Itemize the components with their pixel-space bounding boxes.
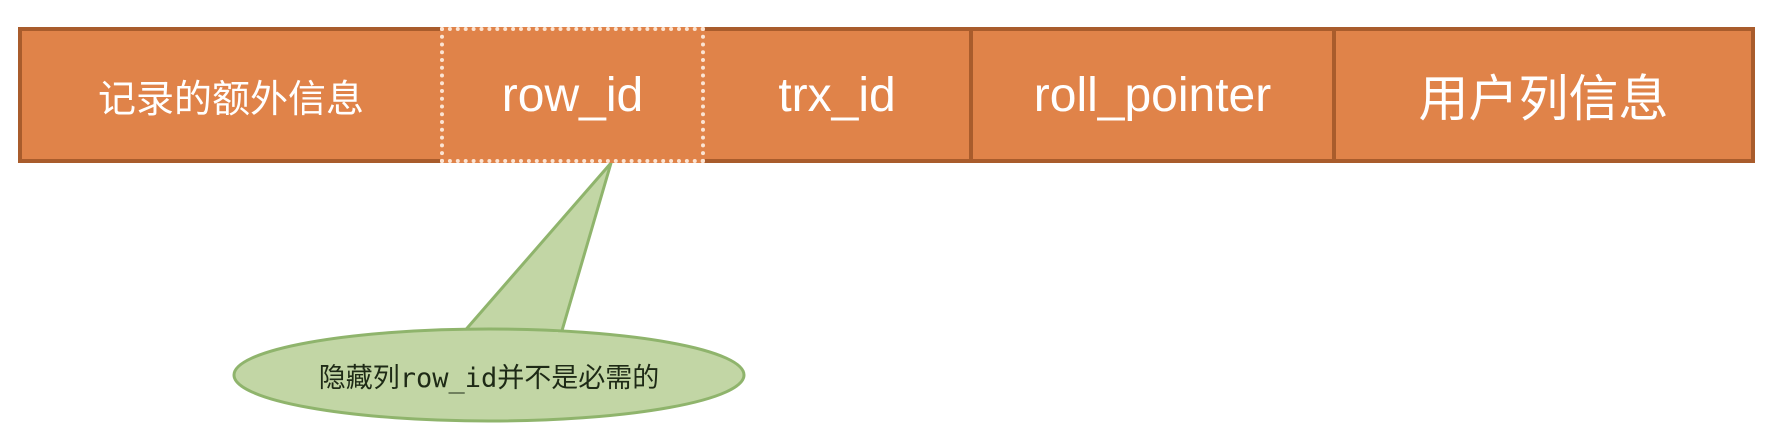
callout-pointer bbox=[460, 161, 613, 336]
field-roll-pointer: roll_pointer bbox=[969, 27, 1336, 163]
field-user-columns: 用户列信息 bbox=[1332, 27, 1755, 163]
field-trx-id: trx_id bbox=[701, 27, 973, 163]
field-row-id: row_id bbox=[440, 27, 705, 163]
callout-text: 隐藏列row_id并不是必需的 bbox=[318, 362, 660, 394]
field-extra-info: 记录的额外信息 bbox=[18, 27, 444, 163]
record-format-bar: 记录的额外信息 row_id trx_id roll_pointer 用户列信息 bbox=[18, 27, 1763, 163]
